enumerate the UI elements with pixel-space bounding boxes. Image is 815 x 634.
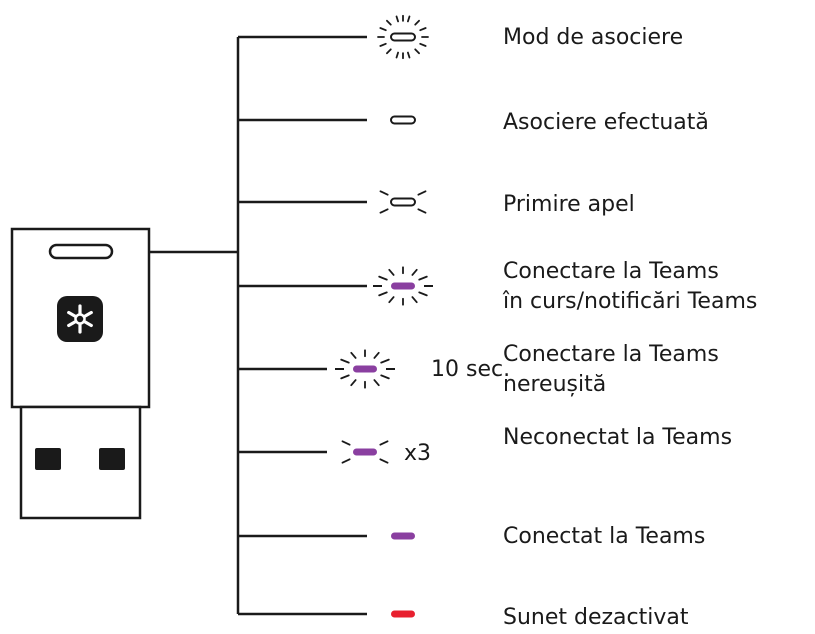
- duration-note: 10 sec.: [431, 357, 511, 382]
- led-ray: [419, 27, 427, 32]
- state-label-muted: Sunet dezactivat: [503, 605, 689, 630]
- led-ray: [380, 374, 390, 380]
- led-indicator-white-blink-full: [377, 14, 429, 60]
- led-ray: [395, 15, 399, 23]
- led-ray: [411, 296, 418, 304]
- led-ray: [418, 275, 428, 281]
- led-ray: [373, 379, 380, 387]
- led-bar: [353, 365, 377, 373]
- led-bar: [353, 448, 377, 456]
- state-label-connected: Conectat la Teams: [503, 524, 706, 549]
- led-ray: [378, 291, 388, 297]
- led-ray: [378, 275, 388, 281]
- led-ray: [417, 208, 427, 214]
- led-ray: [411, 268, 418, 276]
- repeat-count-note: x3: [404, 441, 432, 466]
- led-bar: [391, 282, 415, 290]
- state-label-connecting-teams-line2: în curs/notificări Teams: [503, 289, 758, 314]
- led-ray: [419, 42, 427, 47]
- led-ray: [418, 291, 428, 297]
- usb-pin: [35, 448, 61, 470]
- led-bar: [390, 197, 416, 207]
- led-ray: [350, 351, 357, 359]
- led-ray: [407, 15, 411, 23]
- led-ray: [380, 358, 390, 364]
- led-indicator-purple-pulse: [341, 440, 389, 464]
- state-label-connect-failed-line2: nereușită: [503, 372, 607, 397]
- led-bar: [390, 115, 416, 125]
- state-label-incoming-call: Primire apel: [503, 192, 635, 217]
- led-ray: [340, 374, 350, 380]
- usb-receiver: [10, 227, 151, 520]
- led-ray: [395, 51, 399, 59]
- state-label-connect-failed: Conectare la Teams: [503, 342, 719, 367]
- led-indicator-red-solid: [391, 610, 415, 618]
- led-indicators: [335, 14, 433, 618]
- led-indicator-purple-blink-full: [373, 266, 433, 306]
- led-ray: [414, 48, 420, 55]
- led-ray: [379, 458, 389, 464]
- led-bar: [391, 610, 415, 618]
- led-ray: [379, 440, 389, 446]
- led-ray: [373, 351, 380, 359]
- led-ray: [379, 190, 389, 196]
- teams-asterisk-icon: [57, 296, 103, 342]
- led-ray: [407, 51, 411, 59]
- led-ray: [379, 42, 387, 47]
- led-ray: [386, 48, 392, 55]
- state-label-pairing-done: Asociere efectuată: [503, 110, 709, 135]
- led-indicator-white-solid: [390, 115, 416, 125]
- led-ray: [341, 440, 351, 446]
- led-ray: [388, 268, 395, 276]
- state-label-pairing-mode: Mod de asociere: [503, 25, 684, 50]
- led-ray: [379, 27, 387, 32]
- led-bar: [390, 32, 416, 42]
- led-bar: [391, 532, 415, 540]
- branch-lines: [238, 35, 367, 616]
- led-indicator-purple-blink-full: [335, 349, 395, 389]
- led-ray: [414, 19, 420, 26]
- led-ray: [340, 358, 350, 364]
- receiver-led-slot: [48, 243, 114, 260]
- led-ray: [350, 379, 357, 387]
- led-ray: [417, 190, 427, 196]
- usb-pin: [99, 448, 125, 470]
- led-ray: [379, 208, 389, 214]
- led-ray: [341, 458, 351, 464]
- led-indicator-purple-solid: [391, 532, 415, 540]
- state-label-not-connected: Neconectat la Teams: [503, 425, 733, 450]
- led-ray: [388, 296, 395, 304]
- state-label-connecting-teams: Conectare la Teams: [503, 259, 719, 284]
- led-ray: [386, 19, 392, 26]
- led-indicator-white-pulse: [379, 190, 427, 214]
